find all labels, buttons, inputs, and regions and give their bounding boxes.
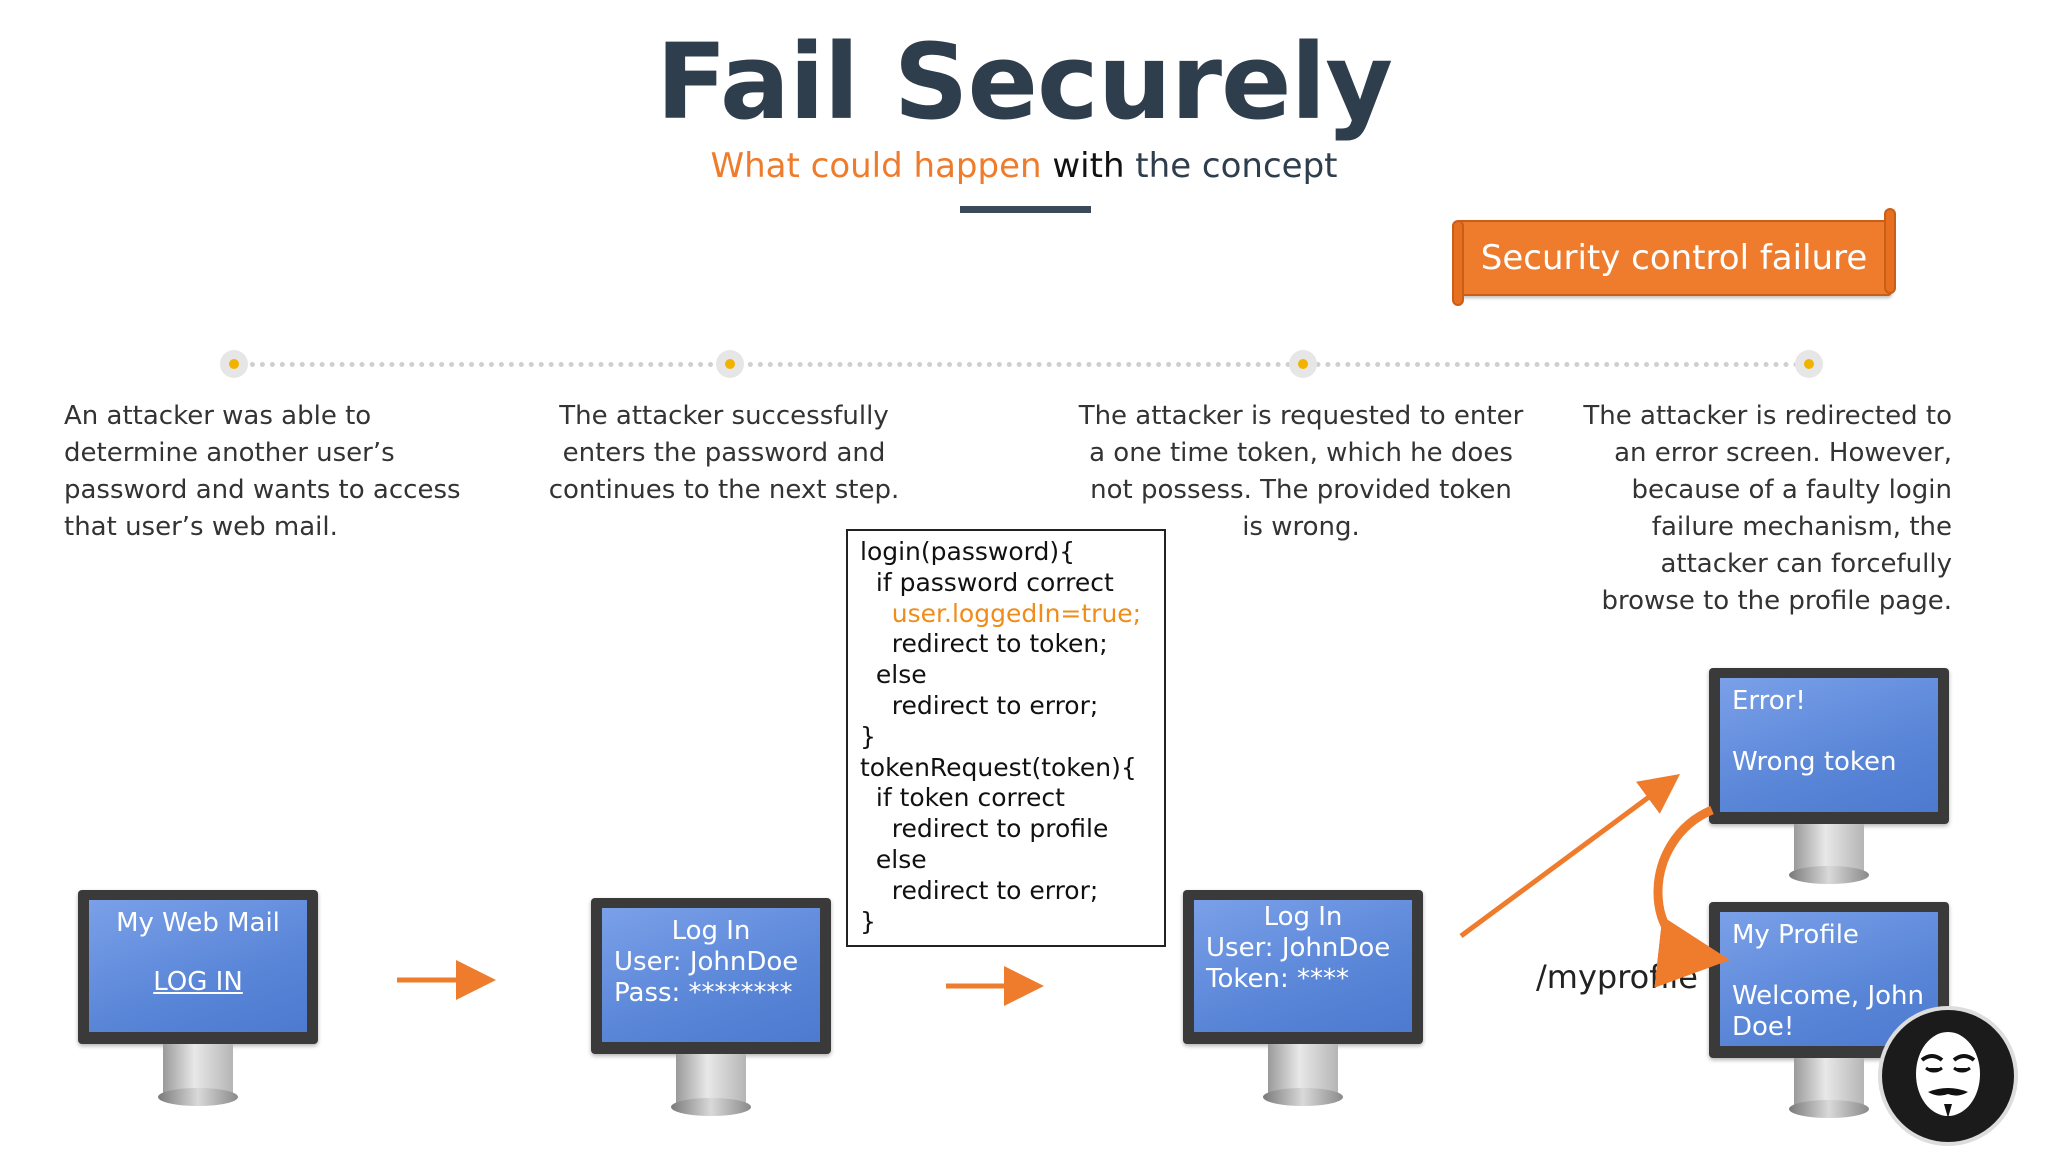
arrow-to-error xyxy=(1459,774,1681,939)
subtitle-with: with xyxy=(1041,146,1125,186)
monitor-webmail: My Web Mail LOG IN xyxy=(78,890,318,1110)
timeline-node-4 xyxy=(1795,350,1823,378)
monitor-base xyxy=(1263,1088,1343,1106)
code-line-highlight: user.loggedIn=true; xyxy=(860,598,1142,628)
timeline-dotted-line xyxy=(240,362,1800,367)
title-underline xyxy=(960,206,1091,213)
step-4-text: The attacker is redirected to an error s… xyxy=(1583,401,1952,616)
security-control-failure-banner: Security control failure xyxy=(1452,208,1896,306)
arrow-forceful-browse xyxy=(1653,805,1730,988)
monitor-bezel: Error! Wrong token xyxy=(1709,668,1949,824)
code-line: else xyxy=(860,660,927,690)
monitor-screen: Error! Wrong token xyxy=(1720,678,1938,812)
page-subtitle: What could happen with the concept xyxy=(0,146,2048,186)
monitor-login: Log In User: JohnDoe Pass: ******** xyxy=(591,898,831,1120)
monitor-bezel: Log In User: JohnDoe Token: **** xyxy=(1183,890,1423,1044)
screen-title: Error! xyxy=(1732,686,1806,716)
anonymous-mask-avatar-icon xyxy=(1878,1006,2018,1146)
myprofile-path-label: /myprofile xyxy=(1536,958,1698,996)
code-line: login(password){ xyxy=(860,537,1076,566)
token-field: Token: **** xyxy=(1206,964,1349,994)
code-line: else xyxy=(860,844,927,874)
username-field: User: JohnDoe xyxy=(614,947,799,977)
screen-title: Log In xyxy=(1263,902,1343,932)
step-2-text: The attacker successfully enters the pas… xyxy=(548,401,900,505)
screen-title: My Profile xyxy=(1732,920,1859,950)
monitor-screen: My Profile Welcome, John Doe! xyxy=(1720,912,1938,1046)
monitor-base xyxy=(158,1088,238,1106)
password-field: Pass: ******** xyxy=(614,978,793,1008)
code-line: redirect to profile xyxy=(860,814,1109,844)
pseudocode-box: login(password){ if password correct use… xyxy=(846,529,1166,947)
monitor-screen: My Web Mail LOG IN xyxy=(89,900,307,1032)
code-line: tokenRequest(token){ xyxy=(860,752,1137,782)
monitor-token: Log In User: JohnDoe Token: **** xyxy=(1183,890,1423,1110)
monitor-screen: Log In User: JohnDoe Token: **** xyxy=(1194,900,1412,1032)
timeline-node-3 xyxy=(1289,350,1317,378)
banner-scroll-left xyxy=(1452,220,1464,306)
monitor-neck xyxy=(1268,1044,1338,1096)
monitor-neck xyxy=(163,1044,233,1096)
monitor-base xyxy=(671,1098,751,1116)
code-line: } xyxy=(860,721,876,751)
code-line: if token correct xyxy=(860,783,1065,813)
banner-scroll-right xyxy=(1884,208,1896,294)
code-line: redirect to error; xyxy=(860,690,1099,720)
timeline-node-1 xyxy=(220,350,248,378)
monitor-neck xyxy=(676,1054,746,1106)
monitor-screen: Log In User: JohnDoe Pass: ******** xyxy=(602,908,820,1042)
page-title: Fail Securely xyxy=(655,21,1393,143)
subtitle-accent: What could happen xyxy=(710,146,1042,186)
step-3-text: The attacker is requested to enter a one… xyxy=(1078,401,1524,542)
monitor-bezel: My Web Mail LOG IN xyxy=(78,890,318,1044)
monitor-error: Error! Wrong token xyxy=(1709,668,1949,888)
step-1-text: An attacker was able to determine anothe… xyxy=(64,401,461,542)
username-field: User: JohnDoe xyxy=(1206,933,1391,963)
code-line: } xyxy=(860,906,876,936)
login-link[interactable]: LOG IN xyxy=(153,967,243,997)
screen-title: Log In xyxy=(671,916,751,946)
timeline-node-2 xyxy=(716,350,744,378)
code-line: redirect to error; xyxy=(860,875,1099,905)
subtitle-rest: the concept xyxy=(1124,146,1338,186)
screen-title: My Web Mail xyxy=(116,908,280,938)
code-line: redirect to token; xyxy=(860,629,1108,659)
welcome-message: Welcome, John Doe! xyxy=(1732,981,1924,1042)
code-line: if password correct xyxy=(860,567,1114,597)
banner-label: Security control failure xyxy=(1480,238,1868,278)
monitor-bezel: Log In User: JohnDoe Pass: ******** xyxy=(591,898,831,1054)
monitor-base xyxy=(1789,1100,1869,1118)
error-message: Wrong token xyxy=(1732,747,1897,777)
monitor-base xyxy=(1789,866,1869,884)
